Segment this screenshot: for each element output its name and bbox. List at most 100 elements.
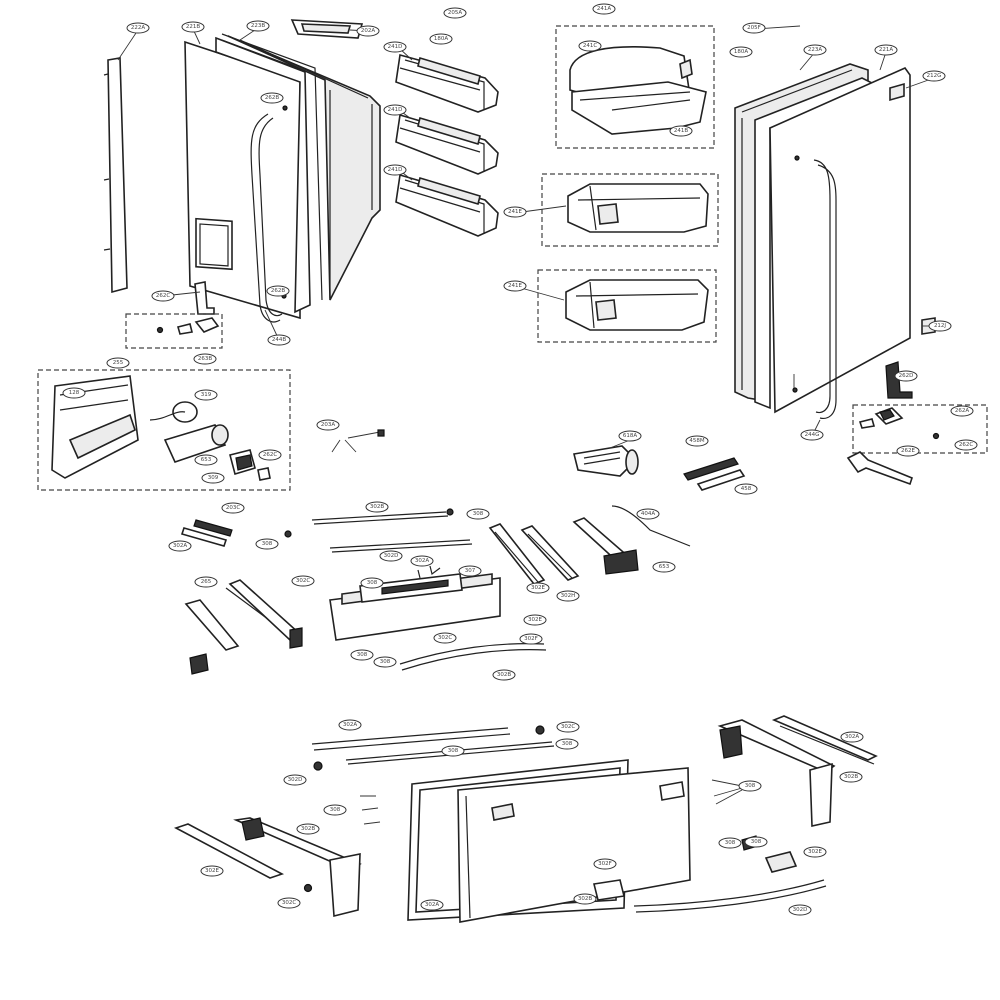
- svg-text:262C: 262C: [959, 442, 973, 448]
- left-door-bins: [290, 19, 499, 237]
- callout-label: 302A: [168, 540, 192, 552]
- callout-label: 263B: [193, 353, 217, 365]
- callout-label: 262E: [896, 445, 920, 457]
- svg-text:302B: 302B: [497, 672, 511, 678]
- svg-text:308: 308: [262, 541, 273, 547]
- callout-label: 302F: [593, 858, 617, 870]
- left-hinge-parts: [156, 317, 220, 335]
- callout-label: 202A: [356, 25, 380, 37]
- callout-label: 205A: [443, 7, 467, 19]
- callout-label: 221B: [181, 21, 205, 33]
- svg-text:302A: 302A: [415, 558, 429, 564]
- callout-label: 302C: [556, 721, 580, 733]
- callout-label: 241D: [383, 164, 407, 176]
- svg-text:241A: 241A: [597, 6, 611, 12]
- svg-text:302A: 302A: [343, 722, 357, 728]
- right-hinge-parts-box: [852, 404, 988, 454]
- callout-label: 265: [194, 576, 218, 588]
- callout-label: 308: [350, 649, 374, 661]
- callout-label: 212G: [922, 70, 946, 82]
- svg-text:458M: 458M: [689, 438, 704, 444]
- svg-text:262C: 262C: [156, 293, 170, 299]
- svg-text:241D: 241D: [388, 107, 403, 113]
- callout-label: 653: [652, 561, 676, 573]
- svg-text:262A: 262A: [955, 408, 969, 414]
- callout-label: 302C: [277, 897, 301, 909]
- svg-text:262E: 262E: [901, 448, 915, 454]
- callout-label: 203C: [221, 502, 245, 514]
- callout-label: 302E: [523, 614, 547, 626]
- callout-label: 302E: [526, 582, 550, 594]
- svg-text:302B: 302B: [578, 896, 592, 902]
- callout-label: 262D: [894, 370, 918, 382]
- callout-label: 262B: [260, 92, 284, 104]
- svg-text:203C: 203C: [226, 505, 240, 511]
- svg-text:202A: 202A: [361, 28, 375, 34]
- svg-text:653: 653: [659, 564, 670, 570]
- svg-text:307: 307: [465, 568, 476, 574]
- svg-text:241E: 241E: [508, 209, 522, 215]
- svg-text:223B: 223B: [251, 23, 265, 29]
- svg-text:244G: 244G: [805, 432, 820, 438]
- svg-text:262B: 262B: [265, 95, 279, 101]
- callout-label: 302A: [840, 731, 864, 743]
- callout-label: 302B: [492, 669, 516, 681]
- callout-label: 221A: [874, 44, 898, 56]
- callout-label: 302D: [788, 904, 812, 916]
- callout-label: 308: [466, 508, 490, 520]
- callout-label: 262A: [950, 405, 974, 417]
- svg-text:265: 265: [201, 579, 212, 585]
- callout-label: 308: [555, 738, 579, 750]
- svg-text:404A: 404A: [641, 511, 655, 517]
- svg-text:302D: 302D: [288, 777, 303, 783]
- callout-label: 302E: [200, 865, 224, 877]
- svg-text:221A: 221A: [879, 47, 893, 53]
- svg-text:302C: 302C: [561, 724, 575, 730]
- svg-text:241E: 241E: [508, 283, 522, 289]
- svg-text:262C: 262C: [263, 452, 277, 458]
- callout-label: 308: [441, 745, 465, 757]
- callout-label: 241E: [503, 206, 527, 218]
- callout-label: 302A: [420, 899, 444, 911]
- svg-text:308: 308: [380, 659, 391, 665]
- svg-text:308: 308: [357, 652, 368, 658]
- bottom-freezer-drawer: [173, 715, 878, 923]
- callout-label: 302E: [803, 846, 827, 858]
- svg-text:302C: 302C: [296, 578, 310, 584]
- svg-text:241D: 241D: [388, 44, 403, 50]
- callout-label: 180A: [729, 46, 753, 58]
- center-bin-box-middle: [541, 173, 719, 247]
- svg-text:308: 308: [562, 741, 573, 747]
- left-door-assembly: [103, 33, 381, 323]
- callout-label: 241B: [669, 125, 693, 137]
- svg-text:308: 308: [330, 807, 341, 813]
- svg-text:221B: 221B: [186, 24, 200, 30]
- callout-label: 244G: [800, 429, 824, 441]
- callout-label: 302B: [296, 823, 320, 835]
- svg-text:302D: 302D: [793, 907, 808, 913]
- callout-label: 244B: [267, 334, 291, 346]
- ice-maker-parts-box: [37, 369, 291, 491]
- right-door-assembly: [734, 63, 936, 420]
- callout-label: 309: [201, 472, 225, 484]
- callout-label: 302A: [338, 719, 362, 731]
- callout-label: 308: [744, 836, 768, 848]
- svg-text:302F: 302F: [598, 861, 612, 867]
- svg-text:302C: 302C: [438, 635, 452, 641]
- callout-label: 302B: [573, 893, 597, 905]
- callout-label: 222A: [126, 22, 150, 34]
- callout-label: 203A: [316, 419, 340, 431]
- svg-text:618A: 618A: [623, 433, 637, 439]
- callout-label: 212J: [928, 320, 952, 332]
- svg-text:244B: 244B: [272, 337, 286, 343]
- svg-text:308: 308: [473, 511, 484, 517]
- callout-label: 205F: [742, 22, 766, 34]
- svg-text:302E: 302E: [205, 868, 219, 874]
- center-bin-bottom: [565, 279, 709, 331]
- callout-label: 255: [106, 357, 130, 369]
- center-bin-box-top: [555, 25, 715, 149]
- center-bin-middle: [567, 183, 709, 233]
- svg-text:212G: 212G: [927, 73, 942, 79]
- center-bin-box-bottom: [537, 269, 717, 343]
- callout-label: 128: [62, 387, 86, 399]
